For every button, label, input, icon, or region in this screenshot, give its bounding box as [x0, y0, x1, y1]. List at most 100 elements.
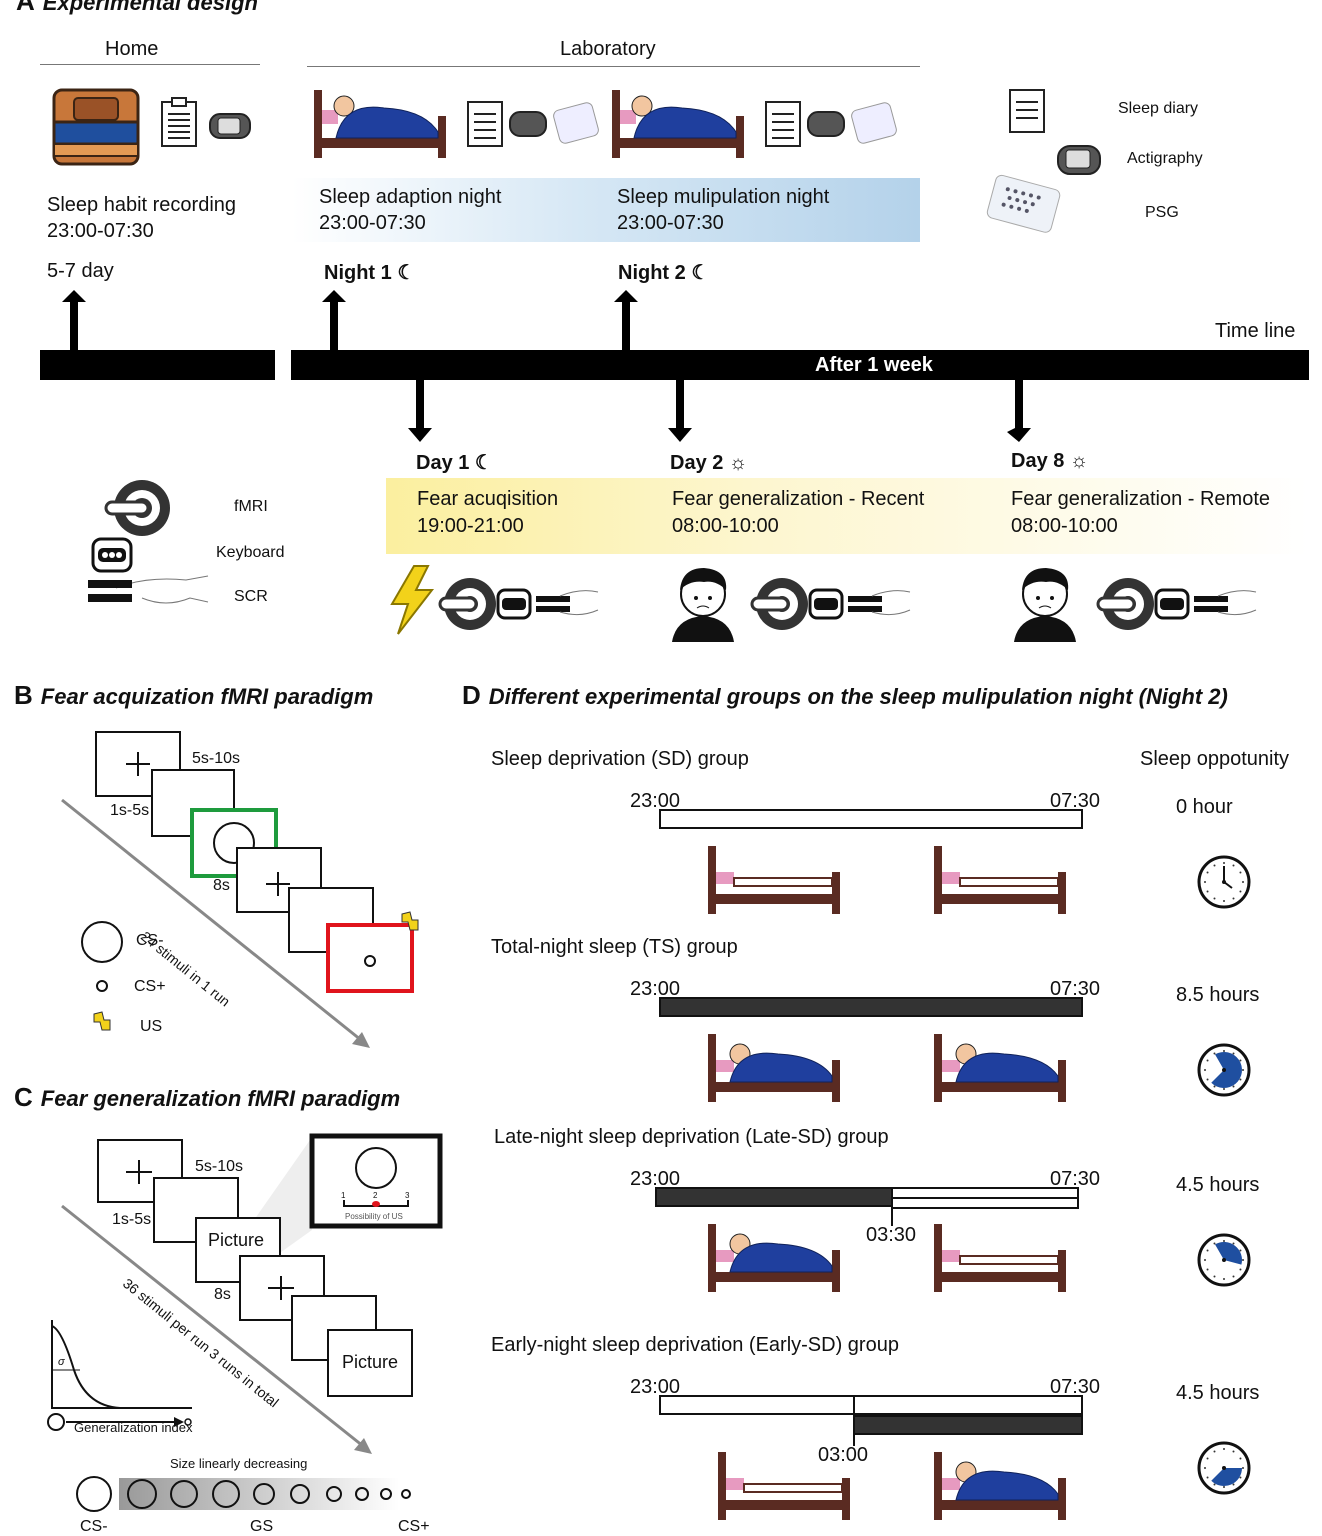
- day8-time: 08:00-10:00: [1011, 515, 1118, 537]
- test-days-band: [386, 478, 1308, 554]
- stim-label-cs-plus: CS+: [398, 1518, 430, 1535]
- rating-tick-1: 1: [341, 1191, 346, 1200]
- awake-segment: [891, 1187, 1079, 1199]
- night2-marker: Night 2 ☾: [618, 262, 710, 284]
- generalization-index-label: Generalization index: [74, 1420, 193, 1435]
- fear-acquisition-paradigm-diagram: [61, 731, 419, 1048]
- lab-divider: [307, 66, 920, 67]
- panel-a-title-text: Experimental design: [42, 0, 258, 15]
- timeline-gap-label: After 1 week: [815, 354, 933, 376]
- clock-icon: [1197, 1233, 1251, 1287]
- sleep-hours: 8.5 hours: [1176, 984, 1260, 1006]
- sleeping-bed-icon: [708, 1224, 840, 1292]
- group-name: Early-night sleep deprivation (Early-SD)…: [491, 1334, 899, 1356]
- c-duration-blank: 1s-5s: [112, 1211, 152, 1228]
- bar-end-time: 07:30: [1050, 978, 1101, 1000]
- panel-c-title-text: Fear generalization fMRI paradigm: [40, 1086, 401, 1111]
- night1-title: Sleep adaption night: [319, 186, 502, 208]
- b-duration-stimulus: 8s: [213, 877, 230, 894]
- clock-icon: [1197, 1441, 1251, 1495]
- night1-devices-icons: [467, 101, 599, 147]
- b-duration-fixation: 5s-10s: [192, 750, 241, 767]
- day2-marker: Day 2 ☼: [670, 452, 748, 474]
- up-arrow-night2: [614, 290, 638, 370]
- day2-title: Fear generalization - Recent: [672, 488, 925, 510]
- home-divider: [40, 64, 260, 65]
- day1-time: 19:00-21:00: [417, 515, 524, 537]
- night1-time: 23:00-07:30: [319, 212, 426, 234]
- stim-label-cs-minus: CS-: [80, 1518, 108, 1535]
- cs-plus-circle: [401, 1489, 411, 1499]
- empty-bed-icon: [934, 846, 1066, 914]
- bar-start-time: 23:00: [630, 1168, 681, 1190]
- legend-cs-minus-label: CS-: [136, 932, 164, 949]
- empty-bed-icon: [934, 1224, 1066, 1292]
- up-arrow-night1: [322, 290, 346, 370]
- group-name: Sleep deprivation (SD) group: [491, 748, 749, 770]
- legend-sleep-diary-icon: [1009, 89, 1045, 133]
- timeline-label: Time line: [1215, 320, 1296, 342]
- legend-cs-plus-label: CS+: [134, 978, 166, 995]
- lab-nights-band: [292, 178, 920, 242]
- sleep-diary-icon: [161, 97, 197, 147]
- empty-bed-icon: [708, 846, 840, 914]
- legend-us-symbol: [93, 1011, 111, 1031]
- fear-generalization-paradigm-diagram: [47, 1133, 443, 1454]
- c-picture-label-1: Picture: [208, 1230, 265, 1250]
- bar-end-time: 07:30: [1050, 1376, 1101, 1398]
- down-arrow-day8: [1007, 364, 1031, 442]
- day1-equipment-icons: [438, 578, 599, 630]
- actigraphy-icon: [209, 113, 251, 139]
- panel-b-title-text: Fear acquization fMRI paradigm: [40, 684, 374, 709]
- panel-d-title-text: Different experimental groups on the sle…: [488, 684, 1228, 709]
- group-name: Late-night sleep deprivation (Late-SD) g…: [494, 1126, 889, 1148]
- sleeping-bed-icon: [708, 1034, 840, 1102]
- panel-b-letter: B: [14, 680, 33, 710]
- legend-keyboard-icon: [91, 537, 133, 573]
- sleep-timeline-bar: [659, 1395, 1083, 1446]
- night2-title: Sleep mulipulation night: [617, 186, 830, 208]
- sleep-hours: 4.5 hours: [1176, 1174, 1260, 1196]
- sleep-hours: 4.5 hours: [1176, 1382, 1260, 1404]
- sleep-hours: 0 hour: [1176, 796, 1233, 818]
- c-duration-stimulus: 8s: [214, 1286, 231, 1303]
- awake-segment: [659, 809, 1083, 829]
- home-event-title: Sleep habit recording: [47, 194, 237, 216]
- night2-devices-icons: [765, 101, 897, 147]
- rating-screen: [309, 1133, 443, 1229]
- gs-circles: [127, 1479, 392, 1509]
- b-duration-blank: 1s-5s: [110, 802, 150, 819]
- empty-bed-icon: [718, 1452, 850, 1520]
- rating-tick-2: 2: [373, 1191, 378, 1200]
- sleep-wedge: [1215, 1242, 1242, 1265]
- legend-psg-label: PSG: [1145, 204, 1179, 221]
- split-time: 03:30: [866, 1224, 917, 1246]
- bar-start-time: 23:00: [630, 978, 681, 1000]
- legend-fmri-icon: [104, 480, 170, 536]
- home-label: Home: [105, 38, 159, 60]
- legend-keyboard-label: Keyboard: [216, 544, 285, 561]
- legend-actigraphy-icon: [1057, 145, 1101, 175]
- group-name: Total-night sleep (TS) group: [491, 936, 738, 958]
- day2-equipment-icons: [750, 578, 911, 630]
- timeline-arrow: [61, 798, 367, 1046]
- bar-start-time: 23:00: [630, 1376, 681, 1398]
- cs-minus-circle: [76, 1476, 112, 1512]
- day8-title: Fear generalization - Remote: [1011, 488, 1271, 510]
- sleep-timeline-bar: [659, 809, 1083, 829]
- stim-label-gs: GS: [250, 1518, 274, 1535]
- up-arrow-home: [62, 290, 86, 370]
- night1-marker: Night 1 ☾: [324, 262, 416, 284]
- home-bed-icon: [52, 88, 140, 166]
- panel-d-letter: D: [462, 680, 481, 710]
- sleep-opportunity-header: Sleep oppotunity: [1140, 748, 1290, 770]
- clock-icon: [1197, 1043, 1251, 1097]
- home-event-time: 23:00-07:30: [47, 220, 154, 242]
- legend-scr-hand-icon: [88, 575, 209, 604]
- awake-segment: [891, 1197, 1079, 1209]
- bar-end-time: 07:30: [1050, 1168, 1101, 1190]
- day2-time: 08:00-10:00: [672, 515, 779, 537]
- sleep-segment: [655, 1187, 893, 1207]
- legend-scr-label: SCR: [234, 588, 268, 605]
- legend-cs-minus-symbol: [81, 921, 123, 963]
